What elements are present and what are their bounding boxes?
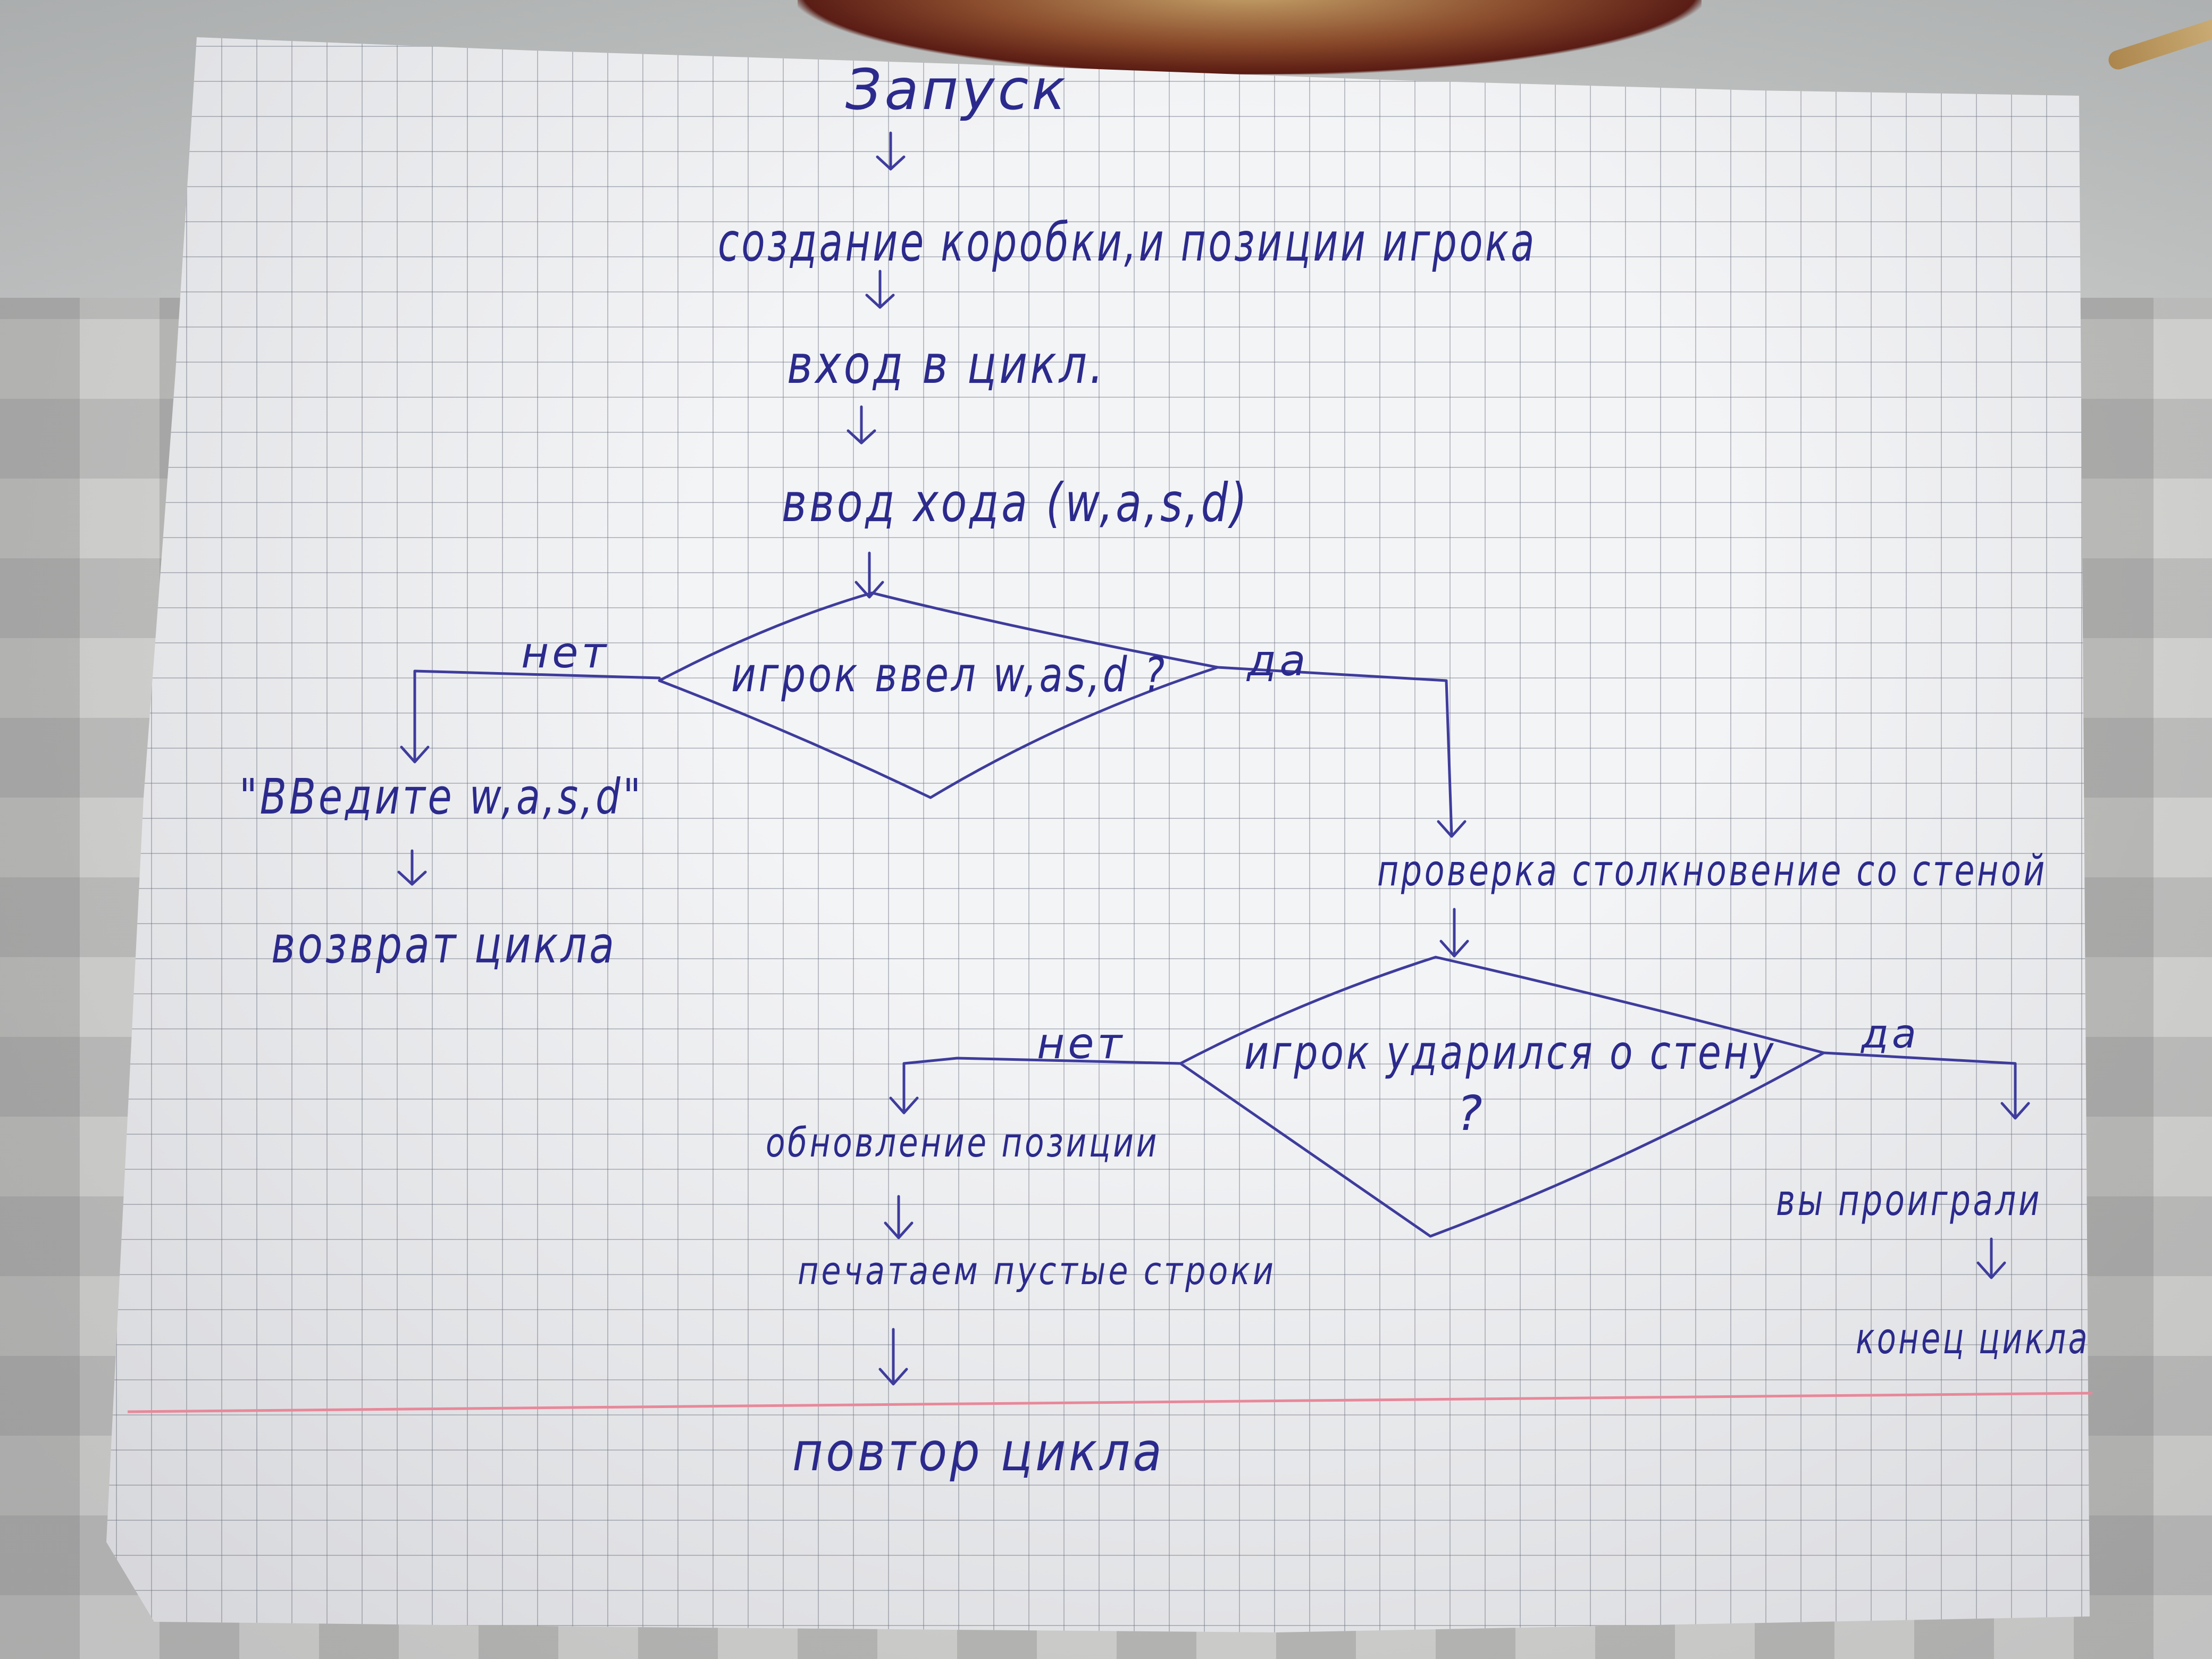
arrow-input-no (400, 669, 661, 764)
node-input-move: ввод хода (w,a,s,d) (782, 472, 1250, 534)
arrow-create-to-loop (865, 270, 895, 309)
arrow-start-to-create (876, 131, 906, 171)
arrow-wall-no (889, 1057, 1182, 1115)
node-end-loop: конец цикла (1856, 1314, 2090, 1363)
edge-label-input-no: нет (521, 628, 609, 677)
node-update-position: обновление позиции (766, 1119, 1159, 1166)
node-decision-wall: игрок ударился о стену (1244, 1025, 1776, 1080)
plate-decoration (798, 0, 1702, 74)
arrow-check-to-decision (1439, 908, 1469, 958)
edge-label-wall-yes: да (1860, 1010, 1920, 1057)
node-create-box: создание коробки,и позиции игрока (718, 211, 1537, 273)
node-decision-wall-mark: ? (1457, 1086, 1486, 1142)
node-loop-return: возврат цикла (271, 916, 617, 975)
node-repeat-loop: повтор цикла (792, 1421, 1164, 1483)
node-enter-loop: вход в цикл. (787, 333, 1106, 396)
node-check-collision: проверка столкновение со стеной (1377, 846, 2047, 895)
node-start: Запуск (845, 57, 1069, 122)
arrow-print-to-repeat (878, 1328, 908, 1386)
arrow-update-to-print (884, 1195, 914, 1239)
decision-wall-diamond (1179, 956, 1825, 1238)
node-you-lost: вы проиграли (1776, 1176, 2042, 1225)
arrow-input-yes (1216, 666, 1467, 838)
node-prompt-enter: "ВВедите w,a,s,d" (239, 768, 643, 825)
node-decision-input: игрок ввел w,as,d ? (731, 647, 1167, 703)
arrow-prompt-to-return (397, 849, 427, 886)
node-print-lines: печатаем пустые строки (798, 1249, 1276, 1293)
arrow-loop-to-input (847, 405, 876, 445)
arrow-wall-yes (1822, 1051, 2030, 1120)
arrow-lost-to-end (1976, 1237, 2006, 1279)
margin-line (127, 1392, 2093, 1413)
edge-label-wall-no: нет (1037, 1019, 1125, 1068)
arrow-input-to-decision (854, 551, 884, 599)
edge-label-input-yes: да (1246, 636, 1309, 685)
decision-input-diamond (658, 591, 1219, 799)
